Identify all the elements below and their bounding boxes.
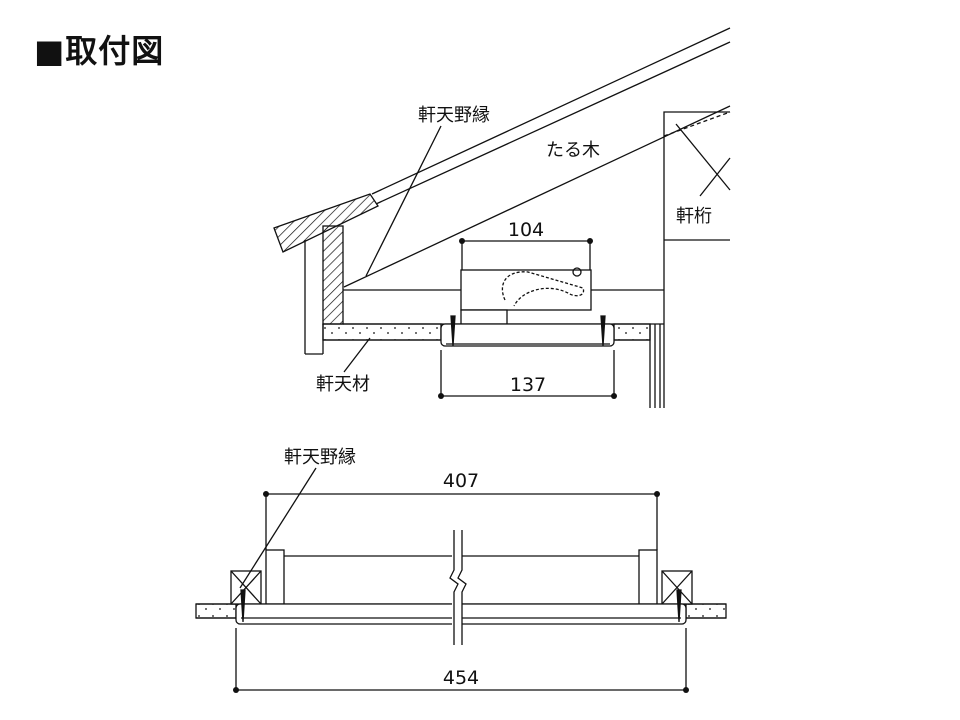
plan-vent-end-right [638, 549, 658, 605]
break-line-left [449, 530, 459, 645]
eave-beam-hidden [663, 111, 731, 137]
eave-beam-cross-2 [699, 157, 731, 197]
eave-beam-cross-1 [675, 123, 731, 191]
label-rafter: たる木 [546, 140, 600, 161]
dim-label-104: 104 [508, 219, 544, 241]
plan-leader-eave-edge [239, 467, 317, 589]
plan-board-left [195, 603, 237, 619]
break-line-right [457, 530, 467, 645]
rafter-line [343, 105, 731, 288]
label-ceiling-board: 軒天材 [316, 374, 370, 395]
dim-label-137: 137 [510, 374, 546, 396]
roof-bottom-line [375, 41, 731, 205]
screw-left [450, 315, 456, 347]
vent-neck [460, 309, 508, 325]
section-dim-dots [438, 238, 617, 399]
fascia-board [273, 193, 379, 253]
page-title: ■取付図 [34, 32, 165, 70]
plan-vent-end-left [265, 549, 285, 605]
vent-damper-hidden [501, 271, 585, 307]
label-eave-ceiling-edge-top: 軒天野縁 [418, 105, 490, 126]
plan-screw-right [676, 589, 682, 623]
dim-label-407: 407 [443, 470, 479, 492]
label-eave-ceiling-edge-bottom: 軒天野縁 [284, 447, 356, 468]
plan-screw-left [240, 589, 246, 623]
plan-dim-dots [233, 491, 689, 693]
eave-beam-outline [663, 111, 730, 324]
label-eave-beam: 軒桁 [676, 206, 712, 227]
dim-label-454: 454 [443, 667, 479, 689]
vent-body [460, 269, 592, 311]
ceiling-board-left [322, 323, 442, 341]
vent-flange [440, 323, 615, 347]
roof-top-line [371, 27, 731, 195]
wall-post [322, 225, 344, 325]
leader-eave-edge [365, 125, 442, 277]
vent-hinge [572, 267, 582, 277]
leader-ceiling-board [343, 337, 371, 373]
ceiling-board-right [613, 323, 651, 341]
screw-right [600, 315, 606, 347]
plan-board-right [685, 603, 727, 619]
plan-view [195, 467, 727, 691]
section-view [273, 27, 731, 408]
